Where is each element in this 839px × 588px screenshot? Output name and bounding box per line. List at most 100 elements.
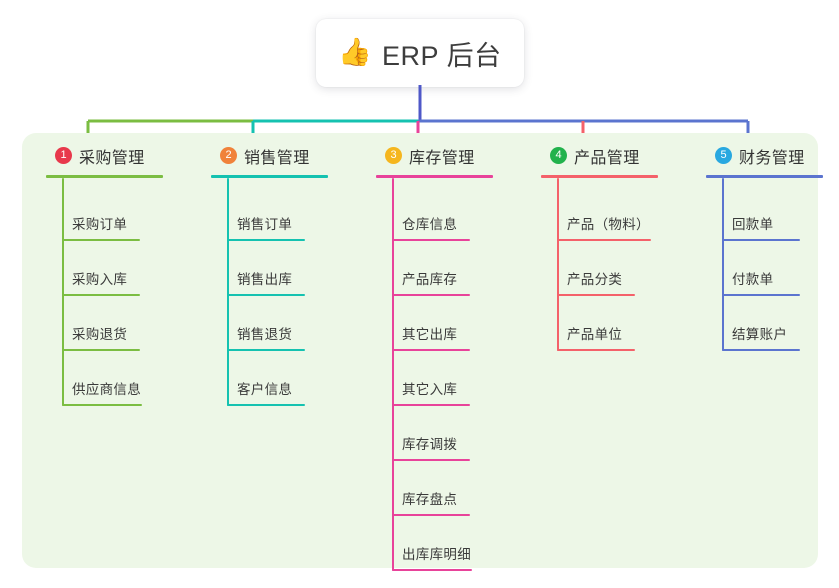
item-list-purchase: 采购订单采购入库采购退货供应商信息 — [40, 178, 205, 406]
item-label: 其它入库 — [402, 382, 458, 397]
item-rule — [62, 294, 140, 296]
list-item[interactable]: 客户信息 — [205, 351, 370, 406]
list-item[interactable]: 销售订单 — [205, 186, 370, 241]
item-rule — [62, 239, 140, 241]
root-node[interactable]: 👍 ERP 后台 — [316, 19, 524, 87]
item-rule — [227, 404, 305, 406]
item-label: 销售出库 — [237, 272, 293, 287]
list-item[interactable]: 产品单位 — [535, 296, 700, 351]
column-spine-product — [557, 178, 559, 351]
list-item[interactable]: 采购退货 — [40, 296, 205, 351]
list-item[interactable]: 库存盘点 — [370, 461, 535, 516]
root-title: ERP 后台 — [382, 40, 502, 71]
item-label: 客户信息 — [237, 382, 293, 397]
column-inventory: 3 库存管理仓库信息产品库存其它出库其它入库库存调拨库存盘点出库库明细 — [370, 133, 535, 571]
item-rule — [392, 569, 472, 571]
item-rule — [227, 239, 305, 241]
list-item[interactable]: 出库库明细 — [370, 516, 535, 571]
list-item[interactable]: 结算账户 — [700, 296, 839, 351]
item-label: 销售订单 — [237, 217, 293, 232]
list-item[interactable]: 付款单 — [700, 241, 839, 296]
column-header-sales[interactable]: 2 销售管理 — [205, 133, 370, 178]
item-list-product: 产品（物料） 产品分类产品单位 — [535, 178, 700, 351]
list-item[interactable]: 供应商信息 — [40, 351, 205, 406]
item-label: 采购退货 — [72, 327, 128, 342]
column-header-rule-product — [541, 175, 658, 178]
item-label: 供应商信息 — [72, 382, 141, 397]
list-item[interactable]: 回款单 — [700, 186, 839, 241]
item-list-inventory: 仓库信息产品库存其它出库其它入库库存调拨库存盘点出库库明细 — [370, 178, 535, 571]
item-label: 出库库明细 — [402, 547, 471, 562]
item-list-sales: 销售订单销售出库销售退货客户信息 — [205, 178, 370, 406]
item-list-finance: 回款单付款单结算账户 — [700, 178, 839, 351]
item-label: 付款单 — [732, 272, 774, 287]
list-item[interactable]: 销售出库 — [205, 241, 370, 296]
column-header-inventory[interactable]: 3 库存管理 — [370, 133, 535, 178]
item-rule — [557, 294, 635, 296]
list-item[interactable]: 产品分类 — [535, 241, 700, 296]
list-item[interactable]: 其它入库 — [370, 351, 535, 406]
item-rule — [722, 239, 800, 241]
columns-container: 1 采购管理采购订单采购入库采购退货供应商信息 2 销售管理销售订单销售出库销售退货客… — [22, 133, 823, 571]
item-rule — [557, 349, 635, 351]
list-item[interactable]: 仓库信息 — [370, 186, 535, 241]
item-rule — [392, 404, 470, 406]
item-rule — [392, 349, 470, 351]
item-label: 结算账户 — [732, 327, 788, 342]
column-title-finance: 财务管理 — [739, 149, 805, 167]
column-header-product[interactable]: 4 产品管理 — [535, 133, 700, 178]
column-sales: 2 销售管理销售订单销售出库销售退货客户信息 — [205, 133, 370, 568]
item-label: 采购订单 — [72, 217, 128, 232]
list-item[interactable]: 销售退货 — [205, 296, 370, 351]
list-item[interactable]: 产品（物料） — [535, 186, 700, 241]
column-header-rule-finance — [706, 175, 823, 178]
column-header-rule-sales — [211, 175, 328, 178]
list-item[interactable]: 其它出库 — [370, 296, 535, 351]
column-title-sales: 销售管理 — [244, 149, 310, 167]
list-item[interactable]: 采购入库 — [40, 241, 205, 296]
item-rule — [722, 294, 800, 296]
column-product: 4 产品管理产品（物料） 产品分类产品单位 — [535, 133, 700, 568]
column-spine-inventory — [392, 178, 394, 571]
column-title-product: 产品管理 — [574, 149, 640, 167]
column-header-rule-inventory — [376, 175, 493, 178]
column-header-purchase[interactable]: 1 采购管理 — [40, 133, 205, 178]
column-purchase: 1 采购管理采购订单采购入库采购退货供应商信息 — [40, 133, 205, 568]
number-badge-purchase: 1 — [55, 147, 72, 164]
item-rule — [392, 459, 470, 461]
column-header-finance[interactable]: 5 财务管理 — [700, 133, 839, 178]
item-label: 采购入库 — [72, 272, 128, 287]
list-item[interactable]: 库存调拨 — [370, 406, 535, 461]
item-label: 仓库信息 — [402, 217, 458, 232]
item-label: 产品单位 — [567, 327, 623, 342]
item-label: 库存调拨 — [402, 437, 458, 452]
thumbs-up-icon: 👍 — [338, 36, 373, 67]
item-rule — [557, 239, 651, 241]
item-rule — [227, 294, 305, 296]
number-badge-product: 4 — [550, 147, 567, 164]
item-rule — [62, 404, 142, 406]
item-label: 产品库存 — [402, 272, 458, 287]
item-rule — [227, 349, 305, 351]
item-rule — [62, 349, 140, 351]
column-title-purchase: 采购管理 — [79, 149, 145, 167]
item-label: 产品（物料） — [567, 217, 650, 232]
item-label: 回款单 — [732, 217, 774, 232]
number-badge-inventory: 3 — [385, 147, 402, 164]
item-rule — [392, 239, 470, 241]
column-spine-purchase — [62, 178, 64, 406]
item-rule — [392, 514, 470, 516]
list-item[interactable]: 采购订单 — [40, 186, 205, 241]
column-spine-finance — [722, 178, 724, 351]
item-label: 产品分类 — [567, 272, 623, 287]
number-badge-sales: 2 — [220, 147, 237, 164]
list-item[interactable]: 产品库存 — [370, 241, 535, 296]
item-rule — [392, 294, 470, 296]
item-rule — [722, 349, 800, 351]
column-spine-sales — [227, 178, 229, 406]
number-badge-finance: 5 — [715, 147, 732, 164]
column-title-inventory: 库存管理 — [409, 149, 475, 167]
column-finance: 5 财务管理回款单付款单结算账户 — [700, 133, 839, 568]
item-label: 销售退货 — [237, 327, 293, 342]
